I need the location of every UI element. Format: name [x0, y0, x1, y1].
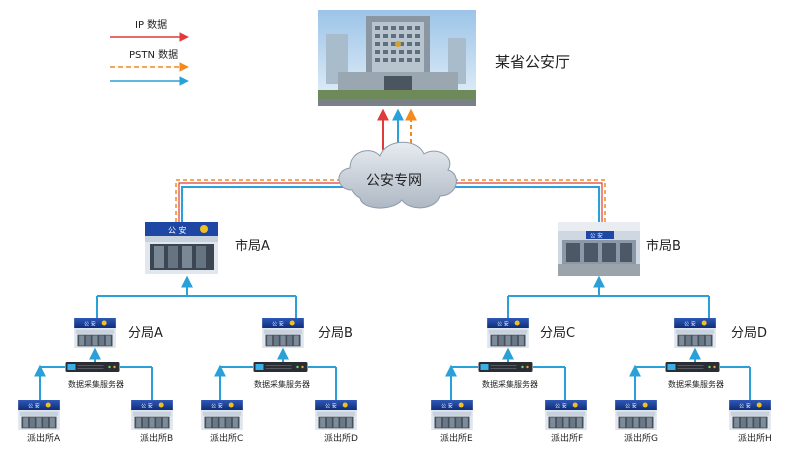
station-h-label: 派出所H [738, 432, 772, 444]
station-g-label: 派出所G [624, 432, 658, 444]
branch-a-label: 分局A [128, 326, 163, 341]
branch-c-label: 分局C [540, 326, 575, 341]
station-f-label: 派出所F [551, 432, 583, 444]
city-b-uplink [440, 179, 606, 222]
server-d-device [665, 362, 720, 372]
branch-d-label: 分局D [731, 326, 767, 341]
server-a-station-links [34, 364, 153, 400]
server-d-label: 数据采集服务器 [668, 379, 724, 389]
station-e-building-image [431, 400, 473, 430]
station-e-label: 派出所E [440, 432, 473, 444]
station-g-building-image [615, 400, 657, 430]
hq-building-image [318, 10, 476, 106]
station-a-label: 派出所A [27, 432, 61, 444]
network-cloud: 公安专网 [338, 141, 457, 209]
city-b-branch-links [507, 275, 710, 318]
server-c-device [478, 362, 533, 372]
station-c-label: 派出所C [210, 432, 243, 444]
station-d-label: 派出所D [324, 432, 358, 444]
server-b-station-links [214, 364, 337, 400]
city-b-label: 市局B [646, 238, 681, 254]
server-a-device [65, 362, 120, 372]
server-c-station-links [445, 364, 566, 400]
station-c-building-image [201, 400, 243, 430]
branch-c-building-image [487, 318, 529, 348]
legend: IP 数据 PSTN 数据 [110, 18, 189, 86]
branch-a-building-image [74, 318, 116, 348]
station-f-building-image [545, 400, 587, 430]
city-a-sign: 公 安 [168, 225, 187, 235]
legend-ip-label: IP 数据 [135, 18, 167, 31]
city-a-label: 市局A [235, 238, 270, 254]
city-b-sign: 公 安 [590, 232, 603, 240]
hq-label: 某省公安厅 [495, 53, 570, 71]
server-c-label: 数据采集服务器 [482, 379, 538, 389]
city-a-building-image: 公 安 [145, 222, 218, 274]
station-b-label: 派出所B [140, 432, 173, 444]
city-b-building-image: 公 安 [558, 222, 640, 276]
server-d-station-links [629, 364, 751, 400]
branch-b-building-image [262, 318, 304, 348]
legend-pstn-label: PSTN 数据 [129, 48, 178, 61]
station-a-building-image [18, 400, 60, 430]
branch-b-label: 分局B [318, 326, 353, 341]
station-h-building-image [729, 400, 771, 430]
server-a-label: 数据采集服务器 [68, 379, 124, 389]
server-b-device [253, 362, 308, 372]
city-a-uplink [175, 179, 360, 222]
city-a-branch-links [96, 275, 297, 318]
station-d-building-image [315, 400, 357, 430]
server-b-label: 数据采集服务器 [254, 379, 310, 389]
branch-d-building-image [674, 318, 716, 348]
station-b-building-image [131, 400, 173, 430]
network-label: 公安专网 [366, 173, 422, 189]
